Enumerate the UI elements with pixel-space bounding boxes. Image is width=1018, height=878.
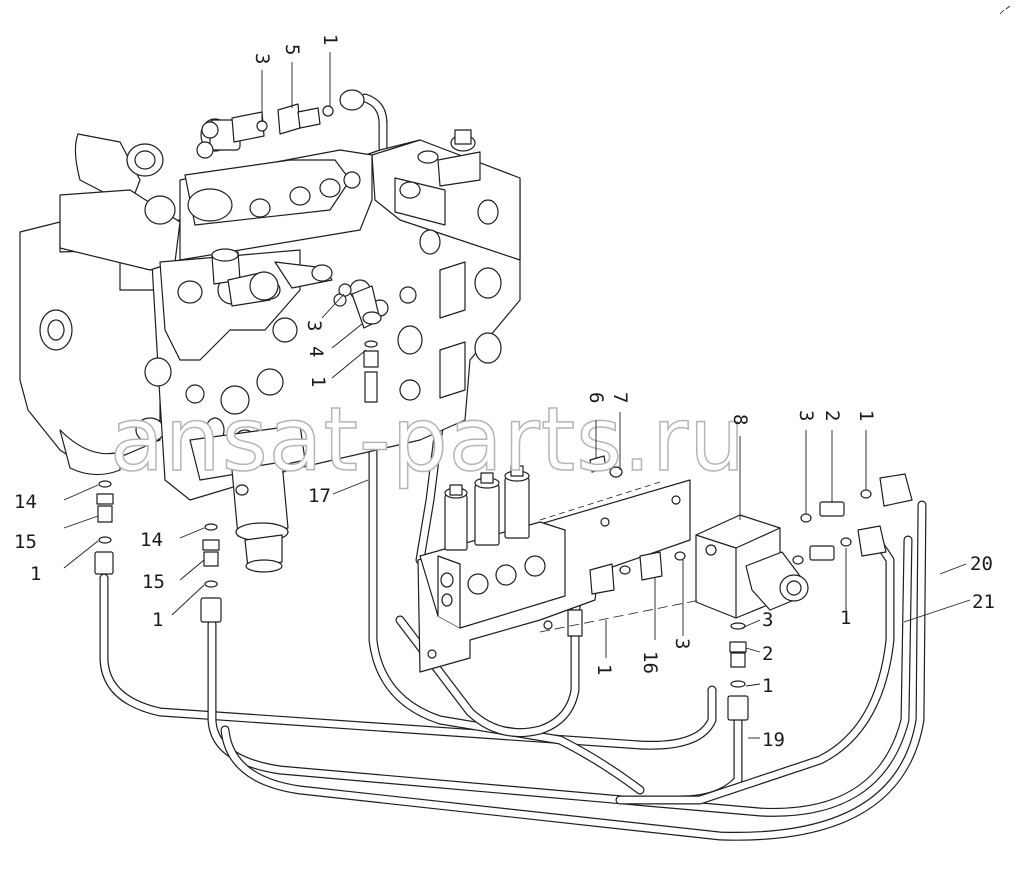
- callout-2b: 2: [762, 643, 773, 665]
- callout-15b: 15: [142, 571, 165, 593]
- callout-1a: 1: [319, 34, 341, 45]
- callout-20: 20: [970, 553, 993, 575]
- callout-3b: 3: [303, 320, 325, 331]
- callout-14a: 14: [14, 491, 37, 513]
- corner-mark: [999, 5, 1011, 15]
- leader-lines: [63, 52, 971, 739]
- main-control-valve: [19, 89, 521, 573]
- callout-3d: 3: [671, 638, 693, 649]
- callout-5a: 5: [281, 44, 303, 55]
- callout-7: 7: [609, 392, 631, 403]
- callout-2a: 2: [821, 410, 843, 421]
- callout-1c: 1: [30, 563, 41, 585]
- callout-19: 19: [762, 729, 785, 751]
- solenoid-manifold: [417, 455, 691, 673]
- callout-15a: 15: [14, 531, 37, 553]
- callout-labels: 3 5 1 3 4 1 14 15 1 14 15 1 17 6 7 8 3 2…: [14, 34, 995, 751]
- callout-3a: 3: [251, 53, 273, 64]
- callout-4a: 4: [305, 346, 327, 357]
- callout-21: 21: [972, 591, 995, 613]
- callout-14b: 14: [140, 529, 163, 551]
- callout-17: 17: [308, 485, 331, 507]
- callout-8: 8: [729, 414, 751, 425]
- callout-1b: 1: [307, 376, 329, 387]
- middle-fitting-stack: [200, 523, 222, 623]
- hose-lines: [99, 93, 927, 841]
- callout-6: 6: [585, 392, 607, 403]
- accumulator-block: [695, 473, 913, 721]
- watermark-text: ansat-parts.ru: [110, 388, 746, 491]
- callout-1d: 1: [152, 609, 163, 631]
- callout-16: 16: [639, 651, 661, 674]
- callout-1e: 1: [855, 410, 877, 421]
- left-fitting-stack: [94, 480, 114, 575]
- callout-1h: 1: [593, 664, 615, 675]
- callout-1f: 1: [840, 607, 851, 629]
- callout-1g: 1: [762, 675, 773, 697]
- callout-3e: 3: [762, 609, 773, 631]
- callout-3c: 3: [795, 410, 817, 421]
